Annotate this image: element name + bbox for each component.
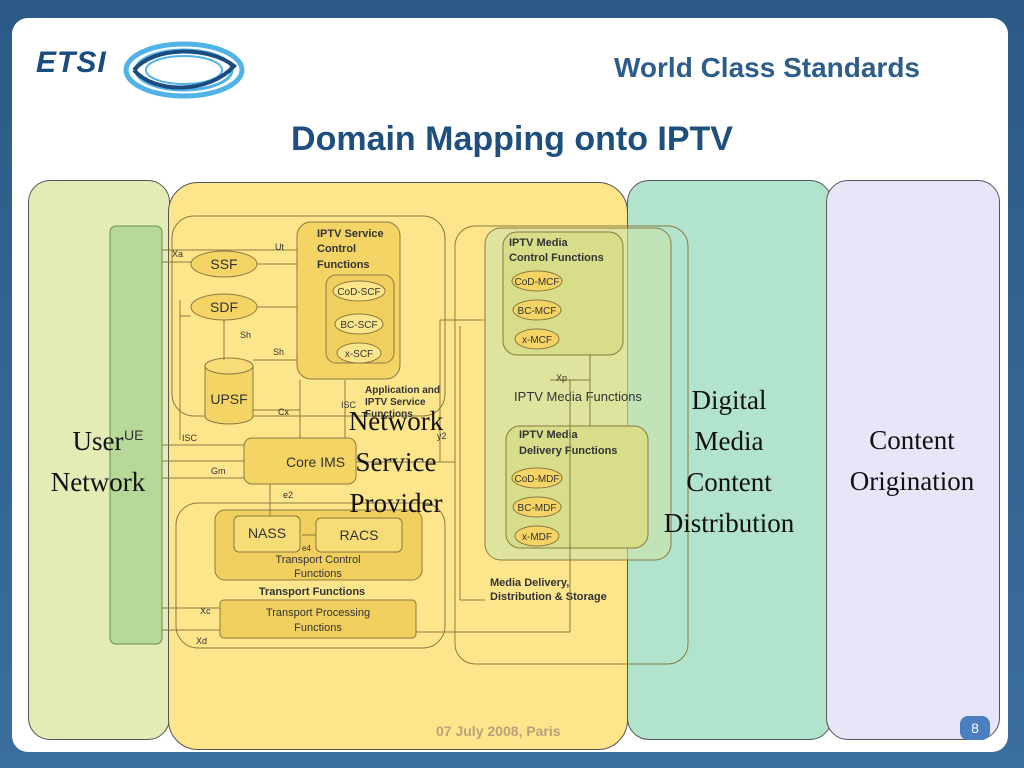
ref-xp: Xp: [556, 373, 567, 383]
nsp-label-line-3: Provider: [349, 488, 443, 518]
x-mcf-node: [514, 328, 560, 350]
ref-y2: y2: [437, 431, 447, 441]
x-mcf-label: x-MCF: [522, 335, 552, 346]
dmcd-label-line-2: Media: [694, 426, 764, 456]
nass-box: [233, 515, 301, 553]
page-number: 8: [960, 716, 990, 740]
cod-scf-node: [332, 280, 386, 302]
ssf-label: SSF: [210, 256, 237, 272]
bc-mdf-label: BC-MDF: [518, 503, 557, 514]
iptv-mcf-title-1: IPTV Media: [509, 237, 569, 249]
transport-processing-label-1: Transport Processing: [266, 607, 370, 619]
dmcd-label-line-3: Content: [686, 467, 772, 497]
logo-swoosh-icon: [123, 41, 245, 99]
cod-mcf-node: [511, 270, 563, 292]
cod-scf-label: CoD-SCF: [337, 287, 380, 298]
ref-e2: e2: [283, 490, 293, 500]
tagline: World Class Standards: [614, 52, 921, 83]
logo-text: ETSI: [36, 46, 107, 79]
iptv-scf-title-1: IPTV Service: [317, 228, 384, 240]
dmcd-label-line-4: Distribution: [663, 508, 795, 538]
app-iptv-label-3: Functions: [365, 409, 413, 420]
cod-mdf-label: CoD-MDF: [515, 474, 560, 485]
content-origination-domain: [826, 180, 1000, 740]
content-origination-label-line-1: Content: [869, 425, 955, 455]
ref-cx: Cx: [278, 407, 289, 417]
transport-control-label-1: Transport Control: [275, 554, 360, 566]
x-scf-label: x-SCF: [345, 349, 373, 360]
iptv-mcf-box: [502, 231, 624, 356]
ue-label: UE: [124, 427, 143, 443]
transport-control-label-2: Functions: [294, 568, 342, 580]
bc-mcf-node: [512, 299, 562, 321]
iptv-scf-title-3: Functions: [317, 259, 370, 271]
iptv-media-functions-label: IPTV Media Functions: [514, 389, 642, 404]
upsf-label: UPSF: [210, 391, 247, 407]
user-network-label: User Network: [30, 421, 166, 503]
transport-processing-label-2: Functions: [294, 622, 342, 634]
content-origination-label: Content Origination: [828, 420, 996, 502]
ref-ut: Ut: [275, 242, 284, 252]
user-network-label-line-1: User: [72, 426, 124, 456]
bc-mdf-node: [512, 496, 562, 518]
ref-xa: Xa: [172, 249, 183, 259]
dmcd-label-line-1: Digital: [691, 385, 767, 415]
slide-title: Domain Mapping onto IPTV: [291, 120, 733, 158]
bc-scf-node: [334, 313, 384, 335]
transport-container: [175, 502, 446, 649]
ref-isc-2: ISC: [341, 400, 357, 410]
content-origination-label-line-2: Origination: [849, 466, 975, 496]
ref-gm: Gm: [211, 466, 226, 476]
nsp-label-line-1: Network: [348, 406, 444, 436]
iptv-mcf-title-2: Control Functions: [509, 252, 604, 264]
iptv-mdf-box: [505, 425, 649, 549]
media-delivery-label-1: Media Delivery,: [490, 577, 569, 589]
x-mdf-node: [514, 525, 560, 547]
sdf-label: SDF: [210, 299, 238, 315]
bc-scf-label: BC-SCF: [340, 320, 377, 331]
nass-label: NASS: [248, 525, 286, 541]
ref-sh-2: Sh: [273, 347, 284, 357]
reference-lines: [162, 249, 591, 633]
racs-label: RACS: [340, 527, 379, 543]
ref-sh-1: Sh: [240, 330, 251, 340]
dmcd-label: Digital Media Content Distribution: [634, 380, 824, 544]
ref-xd: Xd: [196, 636, 207, 646]
nsp-label-line-2: Service: [355, 447, 437, 477]
ref-xc: Xc: [200, 606, 211, 616]
media-delivery-container: [454, 225, 689, 665]
cod-mdf-node: [511, 467, 563, 489]
x-mdf-label: x-MDF: [522, 532, 552, 543]
ref-isc-1: ISC: [182, 433, 198, 443]
iptv-mdf-title-1: IPTV Media: [519, 429, 579, 441]
nsp-label: Network Service Provider: [326, 401, 466, 524]
upsf-top: [204, 357, 254, 375]
app-iptv-label-2: IPTV Service: [365, 397, 426, 408]
transport-functions-label: Transport Functions: [259, 586, 365, 598]
cod-mcf-label: CoD-MCF: [515, 277, 560, 288]
upsf-body: [204, 366, 254, 425]
application-iptv-service-container: [171, 215, 446, 417]
app-iptv-label-1: Application and: [365, 385, 440, 396]
footer-date: 07 July 2008, Paris: [436, 723, 561, 739]
ref-e4: e4: [302, 544, 311, 553]
x-scf-node: [336, 342, 382, 364]
etsi-logo: ETSI: [34, 36, 249, 106]
iptv-mdf-title-2: Delivery Functions: [519, 445, 617, 457]
media-delivery-label-2: Distribution & Storage: [490, 591, 607, 603]
iptv-scf-title-2: Control: [317, 243, 356, 255]
bc-mcf-label: BC-MCF: [518, 306, 557, 317]
ue-block: [109, 225, 163, 645]
user-network-label-line-2: Network: [50, 467, 146, 497]
core-ims-label: Core IMS: [286, 454, 345, 470]
transport-processing-box: [219, 599, 417, 639]
